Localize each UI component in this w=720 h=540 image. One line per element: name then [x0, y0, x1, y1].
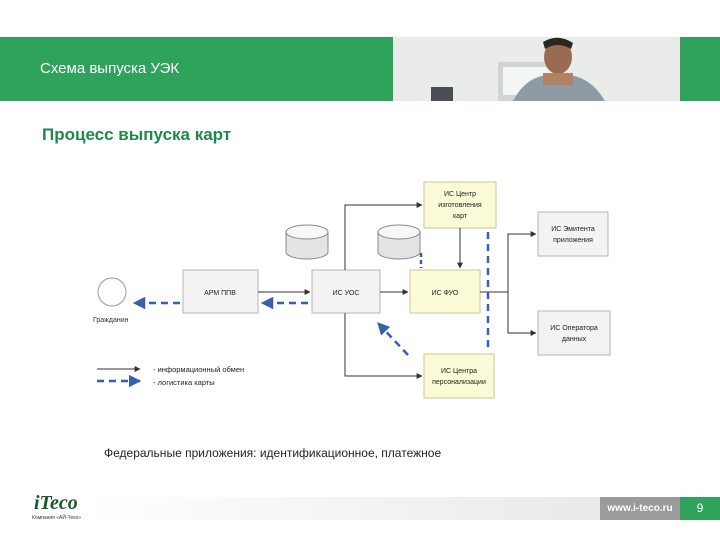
company-logo: iTeco Компания «АЙ-Теко»	[28, 492, 84, 524]
person-photo-illustration	[393, 37, 680, 101]
slide-title: Схема выпуска УЭК	[40, 60, 180, 77]
is-center-personalization-box	[423, 353, 495, 399]
is-center-manufacture-box	[423, 181, 497, 229]
is-operator-line1: ИС Оператора	[550, 325, 598, 332]
arm-ppv-label: АРМ ППВ	[204, 290, 236, 297]
is-fuo-label: ИС ФУО	[432, 290, 459, 297]
logo-subtext: Компания «АЙ-Теко»	[32, 515, 82, 521]
citizen-node	[97, 277, 127, 307]
section-heading: Процесс выпуска карт	[42, 125, 232, 144]
footer-url[interactable]: www.i-teco.ru	[600, 497, 680, 520]
logo-text: iTeco	[34, 492, 78, 514]
is-emitter-line1: ИС Эмитента	[551, 226, 595, 233]
is-fuo-box	[409, 269, 481, 314]
database-icon	[285, 224, 329, 260]
is-operator-box	[537, 310, 611, 356]
page-number: 9	[680, 497, 720, 520]
citizen-label: Гражданин	[93, 317, 129, 324]
info-flow-arrows	[258, 202, 537, 379]
is-emitter-line2: приложения	[553, 237, 593, 244]
arm-ppv-box	[182, 269, 259, 314]
database-icon	[377, 224, 421, 260]
header-photo	[393, 37, 680, 101]
is-uos-box	[311, 269, 381, 314]
footer-bar	[85, 497, 680, 520]
card-logistics-arrows	[132, 232, 490, 356]
is-center-personalization-line2: персонализации	[432, 379, 486, 386]
legend-logistics-label: - логистика карты	[153, 378, 215, 387]
is-emitter-box	[537, 211, 609, 257]
legend-info-label: - информационный обмен	[153, 365, 244, 374]
is-center-personalization-line1: ИС Центра	[441, 368, 477, 375]
header-accent	[680, 37, 720, 101]
is-center-manufacture-line2: изготовления	[438, 202, 482, 209]
is-center-manufacture-line1: ИС Центр	[444, 191, 476, 198]
federal-apps-caption: Федеральные приложения: идентификационно…	[104, 446, 442, 460]
is-operator-line2: данных	[562, 336, 587, 343]
is-center-manufacture-line3: карт	[453, 213, 468, 220]
is-uos-label: ИС УОС	[333, 290, 360, 297]
